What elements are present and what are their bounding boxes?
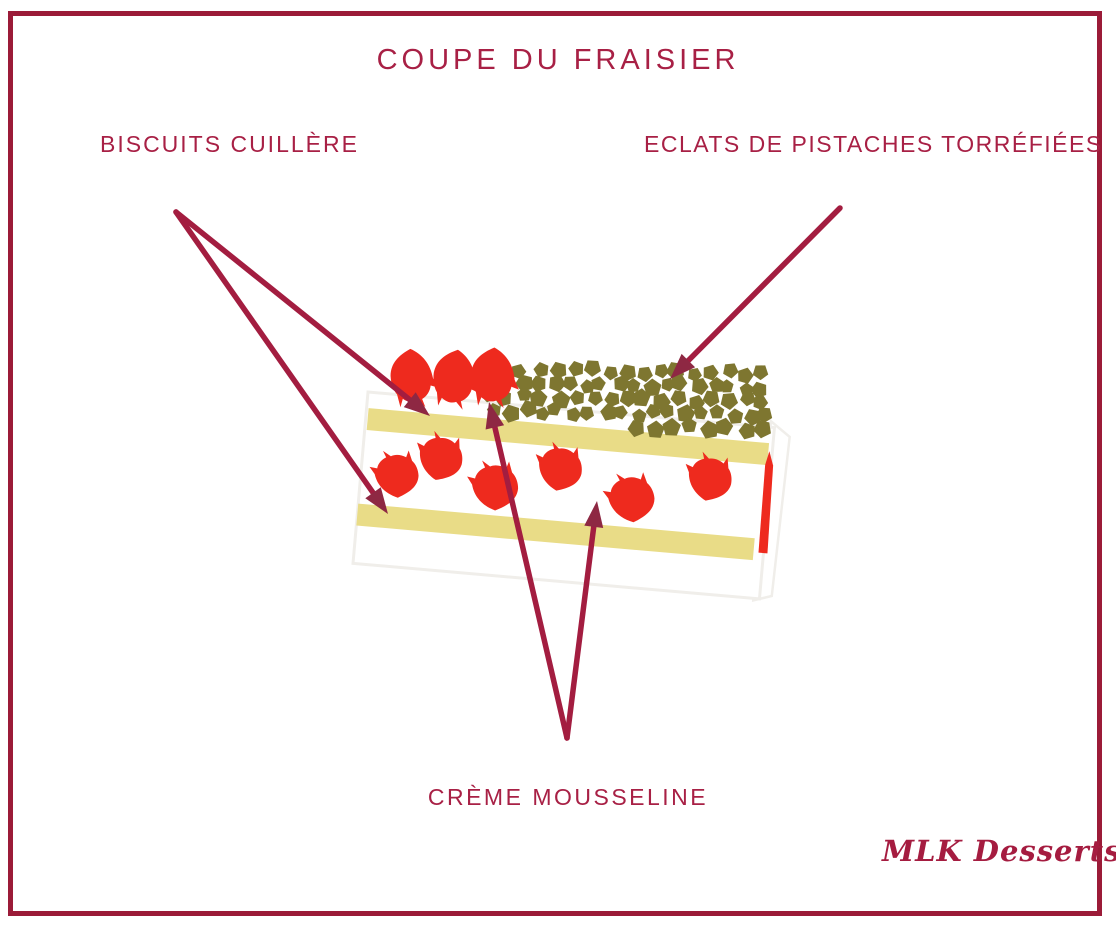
- pistachio-piece: [515, 374, 533, 393]
- pistachio-piece: [626, 378, 641, 392]
- pistachio-piece: [562, 376, 578, 392]
- pistachio-piece: [670, 390, 687, 407]
- pistachio-piece: [536, 406, 550, 421]
- pistachio-piece: [720, 392, 739, 411]
- pistachio-arrow-head: [670, 353, 696, 379]
- pistachio-piece: [658, 403, 674, 419]
- filling-strawberry: [369, 450, 419, 498]
- pistachio-piece: [588, 391, 603, 406]
- pistachio-piece: [738, 367, 754, 384]
- creme-bottom-arrow-shaft: [564, 521, 597, 741]
- pistachio-piece: [569, 390, 584, 406]
- pistachio-piece: [740, 391, 756, 407]
- biscuit-top-arrow-shaft: [173, 209, 415, 405]
- pistachio-piece: [591, 376, 606, 391]
- label-biscuits-cuillere: BISCUITS CUILLÈRE: [100, 131, 359, 157]
- pistachio-piece: [604, 391, 620, 408]
- pistachio-piece: [533, 362, 549, 378]
- pistachio-piece: [702, 390, 720, 408]
- pistachio-piece: [614, 375, 631, 392]
- pistachio-piece: [637, 366, 653, 383]
- pistachio-piece: [681, 417, 697, 433]
- page-title: COUPE DU FRAISIER: [376, 44, 740, 76]
- pistachio-piece: [579, 406, 594, 421]
- pistachio-piece: [709, 377, 725, 393]
- biscuit-top-arrow-head: [403, 392, 430, 416]
- pistachio-piece: [567, 407, 582, 422]
- biscuit-bottom-arrow-shaft: [173, 209, 378, 498]
- pistachio-piece: [738, 422, 755, 440]
- pistachio-piece: [715, 417, 734, 436]
- pistachio-piece: [654, 363, 670, 379]
- pistachio-piece: [700, 420, 719, 439]
- whole-strawberry: [471, 347, 519, 409]
- pistachio-piece: [519, 400, 537, 418]
- label-eclats-pistaches: ECLATS DE PISTACHES TORRÉFIÉES: [644, 131, 1103, 157]
- pistachio-piece: [603, 366, 618, 381]
- pistachio-piece: [727, 408, 744, 424]
- pistachio-piece: [517, 386, 532, 401]
- label-creme-mousseline: CRÈME MOUSSELINE: [427, 784, 709, 810]
- pistachio-arrow-shaft: [683, 205, 843, 366]
- pistachio-piece: [671, 374, 688, 392]
- pistachio-piece: [703, 364, 719, 381]
- filling-strawberry: [685, 451, 732, 501]
- creme-bottom-arrow-head: [584, 501, 604, 528]
- pistachio-piece: [744, 409, 761, 426]
- brand-signature: MLK Desserts: [882, 834, 1116, 868]
- pistachio-piece: [614, 405, 628, 420]
- pistachio-piece: [692, 378, 709, 396]
- pistachio-piece: [645, 404, 661, 419]
- pistachio-piece: [529, 375, 546, 392]
- pistachio-piece: [632, 388, 651, 407]
- strawberry-edge-slice: [758, 451, 774, 554]
- pistachio-piece: [662, 417, 681, 436]
- pistachio-piece: [547, 401, 562, 416]
- filling-strawberry: [417, 430, 463, 480]
- pistachio-piece: [709, 404, 725, 419]
- pistachio-piece: [719, 379, 734, 393]
- pistachio-piece: [568, 360, 584, 377]
- pistachio-piece: [501, 404, 519, 423]
- filling-strawberry: [535, 441, 582, 491]
- pistachio-piece: [677, 404, 696, 423]
- pistachio-piece: [549, 361, 567, 379]
- pistachio-piece: [549, 375, 566, 393]
- pistachio-piece: [646, 420, 665, 438]
- pistachio-piece: [753, 420, 771, 439]
- biscuit-layer: [356, 503, 755, 561]
- pistachio-piece: [583, 360, 601, 377]
- pistachio-piece: [643, 378, 662, 396]
- pistachio-piece: [688, 367, 702, 382]
- whole-strawberry: [433, 349, 479, 410]
- pistachio-piece: [750, 381, 767, 399]
- filling-strawberry: [602, 472, 655, 523]
- cake-illustration: [351, 347, 792, 602]
- pistachio-piece: [753, 395, 769, 411]
- pistachio-piece: [694, 405, 708, 420]
- creme-top-arrow-shaft: [491, 421, 570, 741]
- pistachio-piece: [580, 379, 595, 394]
- pistachio-piece: [756, 407, 773, 424]
- pistachio-piece: [752, 365, 769, 381]
- pistachio-piece: [627, 420, 644, 438]
- biscuit-bottom-arrow-head: [365, 487, 388, 514]
- pistachio-piece: [632, 408, 647, 423]
- creme-top-arrow-head: [485, 402, 505, 430]
- pistachio-piece: [723, 363, 739, 379]
- biscuit-layer: [366, 408, 770, 466]
- pistachio-piece: [600, 403, 617, 421]
